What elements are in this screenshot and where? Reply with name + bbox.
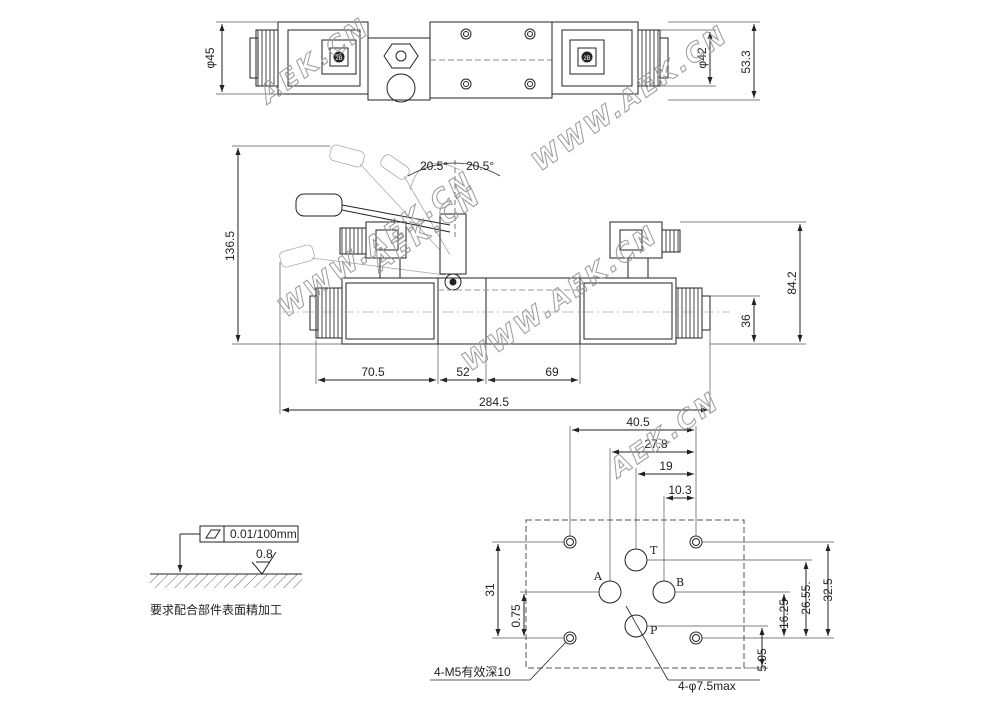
lever-ghost-positions [279, 144, 461, 276]
left-knurled-nut [255, 29, 279, 87]
right-coil-badge [581, 51, 593, 63]
bolt-hole [524, 78, 536, 90]
right-coil-badge-text: 2B [583, 56, 590, 62]
port-b-label: B [676, 576, 684, 589]
dim-70-5: 70.5 [361, 365, 385, 379]
dim-27-8: 27.8 [644, 437, 668, 451]
bolt-hole [460, 78, 472, 90]
dim-19: 19 [659, 459, 673, 473]
roughness-symbol [251, 551, 277, 575]
flatness-value: 0.01/100mm [230, 527, 297, 541]
watermark: WWW.AEK.CN [527, 20, 735, 178]
left-coil-badge [333, 51, 345, 63]
port-p [624, 614, 648, 638]
dim-10-3: 10.3 [668, 483, 692, 497]
dim-5-95: 5.95 [755, 648, 769, 672]
dim-53-3: 53.3 [739, 50, 753, 74]
port-t [624, 548, 648, 572]
top-view: 2B 2B [216, 21, 760, 103]
dim-dia45: φ45 [203, 47, 217, 68]
thread-note: 4-M5有效深10 [434, 664, 511, 679]
port-b [652, 580, 676, 604]
port-t-label: T [650, 544, 658, 557]
angle-right-label: 20.5° [466, 159, 494, 173]
surface-spec [150, 525, 302, 588]
dim-52: 52 [456, 365, 470, 379]
dim-84-2: 84.2 [785, 271, 799, 295]
dim-40-5: 40.5 [626, 415, 650, 429]
angle-arc [407, 162, 501, 177]
hatched-surface [150, 574, 302, 588]
m5-hole [563, 535, 577, 549]
lever-block [367, 37, 431, 101]
dim-284-5: 284.5 [479, 395, 509, 409]
roughness-value: 0.8 [256, 547, 273, 561]
m5-hole [689, 535, 703, 549]
port-a [598, 580, 622, 604]
port-p-label: P [650, 624, 658, 637]
interface-view [430, 426, 834, 681]
dim-26-55: 26.55. [799, 581, 813, 614]
watermark: WWW.AEK.CN [273, 166, 481, 324]
surface-note: 要求配合部件表面精加工 [150, 602, 282, 617]
left-knurled-cap [315, 287, 343, 339]
dim-0-75: 0.75 [509, 604, 523, 628]
dim-69: 69 [545, 365, 559, 379]
dim-32-5: 32.5 [821, 578, 835, 602]
bolt-hole [524, 28, 536, 40]
right-knurled-cap [675, 287, 703, 339]
dim-136-5: 136.5 [223, 231, 237, 261]
dim-dia42: φ42 [695, 47, 709, 68]
front-view [232, 144, 806, 414]
dim-36: 36 [739, 314, 753, 328]
hole-note: 4-φ7.5max [678, 679, 736, 693]
port-a-label: A [593, 570, 603, 583]
watermark: WWW.AEK.CN [457, 220, 665, 378]
m5-hole [689, 631, 703, 645]
dim-31: 31 [483, 583, 497, 597]
dim-16-25: 16.25 [777, 599, 791, 629]
lever-handle [295, 193, 343, 217]
left-coil-badge-text: 2B [335, 56, 342, 62]
flatness-symbol [205, 529, 221, 539]
bolt-hole [460, 28, 472, 40]
angle-left-label: 20.5° [420, 159, 448, 173]
left-solenoid [341, 277, 439, 345]
hex-bolt [383, 43, 419, 69]
